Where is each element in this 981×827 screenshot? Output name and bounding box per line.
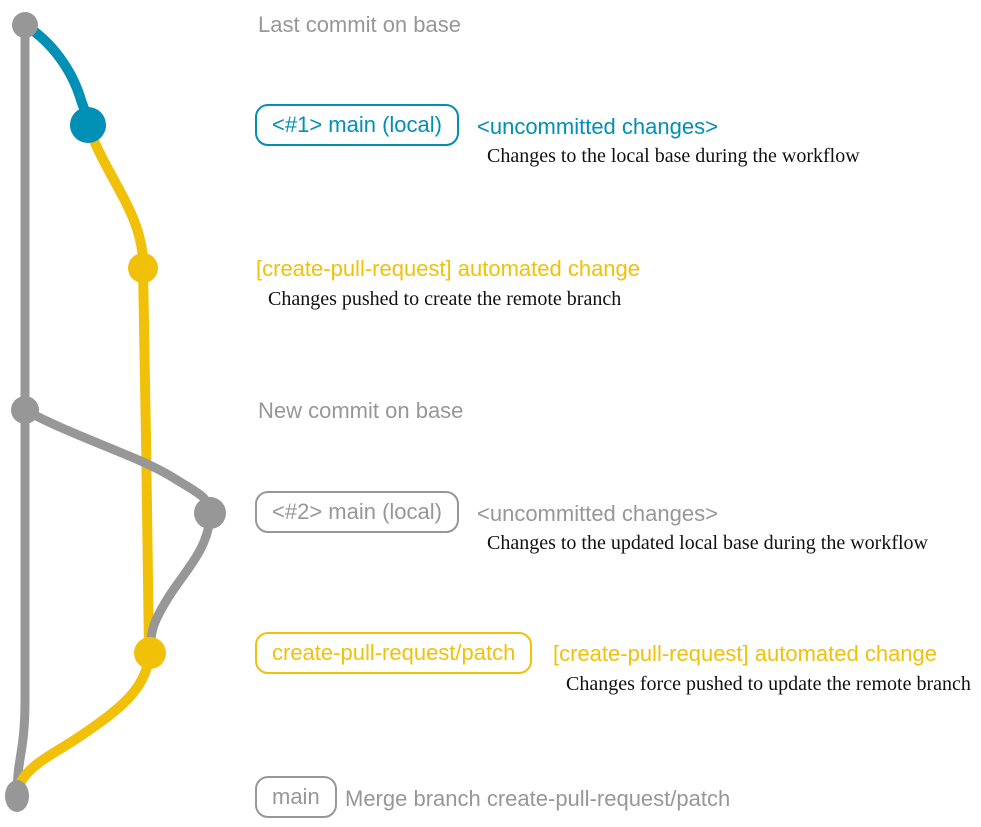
commit-dot-main-local-2	[194, 497, 226, 529]
branch-tag-patch: create-pull-request/patch	[255, 632, 533, 675]
commit2-message: [create-pull-request] automated change	[256, 256, 641, 281]
branch-tag-main-local-2: <#2> main (local)	[255, 491, 459, 534]
commit1-description: Changes to the local base during the wor…	[487, 145, 860, 167]
branch-tag-main: main	[255, 776, 337, 819]
commit-dot-patch-2	[134, 637, 166, 669]
commit-dot-new-base	[11, 396, 39, 424]
main-local-rebase-line	[145, 508, 215, 658]
commit4-description: Changes force pushed to update the remot…	[566, 673, 971, 695]
merge-commit-message: Merge branch create-pull-request/patch	[345, 786, 731, 811]
last-commit-label: Last commit on base	[258, 12, 461, 37]
patch-branch-line-upper	[83, 120, 148, 273]
commit4-message: [create-pull-request] automated change	[553, 641, 938, 666]
branch-tag-main-local-1: <#1> main (local)	[255, 104, 459, 147]
commit-dot-main-local-1	[70, 107, 106, 143]
main-local-branch-line-2	[20, 405, 215, 518]
commit2-description: Changes pushed to create the remote bran…	[268, 288, 622, 310]
commit-dot-patch-1	[128, 253, 158, 283]
new-commit-label: New commit on base	[258, 398, 464, 423]
commit-dot-last-base	[12, 12, 38, 38]
commit-dot-merge	[5, 780, 29, 812]
commit1-message: <uncommitted changes>	[477, 114, 718, 139]
commit3-message: <uncommitted changes>	[477, 501, 718, 526]
patch-branch-merge-line	[12, 648, 154, 800]
commit3-description: Changes to the updated local base during…	[487, 532, 928, 554]
